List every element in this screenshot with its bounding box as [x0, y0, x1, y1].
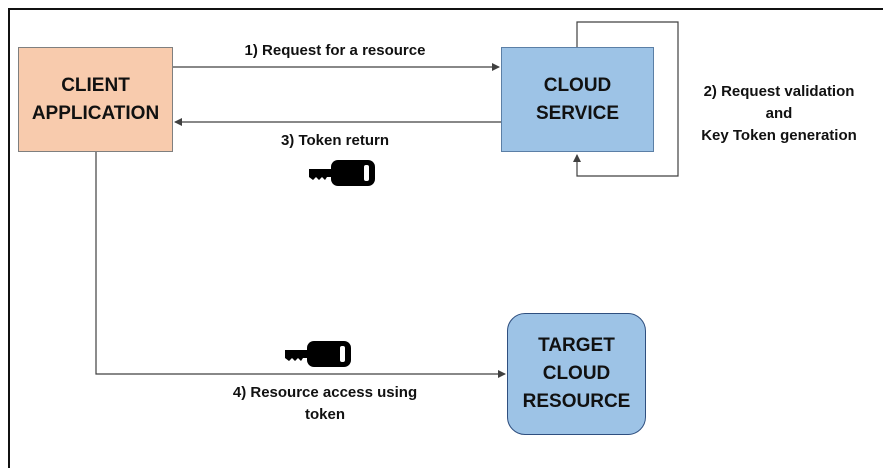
- cloud-service-label-line: CLOUD: [543, 74, 612, 96]
- target-label-line: TARGET: [538, 335, 615, 356]
- target-cloud-resource-box: TARGET CLOUD RESOURCE: [507, 313, 646, 435]
- cloud-service-label-line: SERVICE: [535, 102, 620, 124]
- diagram-frame: [8, 8, 883, 468]
- step2-line: Key Token generation: [701, 127, 857, 144]
- step2-line: 2) Request validation: [703, 83, 855, 100]
- client-label-line: CLIENT: [61, 74, 130, 96]
- target-label-line: CLOUD: [542, 363, 611, 384]
- key-icon: [285, 341, 351, 367]
- step4-line: 4) Resource access using: [232, 384, 418, 401]
- step4-label: 4) Resource access using token: [230, 382, 420, 426]
- step2-line: and: [765, 105, 793, 122]
- step4-line: token: [304, 406, 345, 423]
- step3-label: 3) Token return: [280, 132, 390, 149]
- client-label-line: APPLICATION: [31, 102, 160, 124]
- step2-label: 2) Request validation and Key Token gene…: [688, 81, 870, 147]
- cloud-service-box: CLOUD SERVICE: [501, 47, 654, 152]
- target-label-line: RESOURCE: [522, 391, 631, 412]
- key-icon: [309, 160, 375, 186]
- validation-loop-arrow: [573, 21, 679, 177]
- client-application-box: CLIENT APPLICATION: [18, 47, 173, 152]
- step1-label: 1) Request for a resource: [244, 42, 426, 59]
- resource-access-arrow: [95, 152, 506, 378]
